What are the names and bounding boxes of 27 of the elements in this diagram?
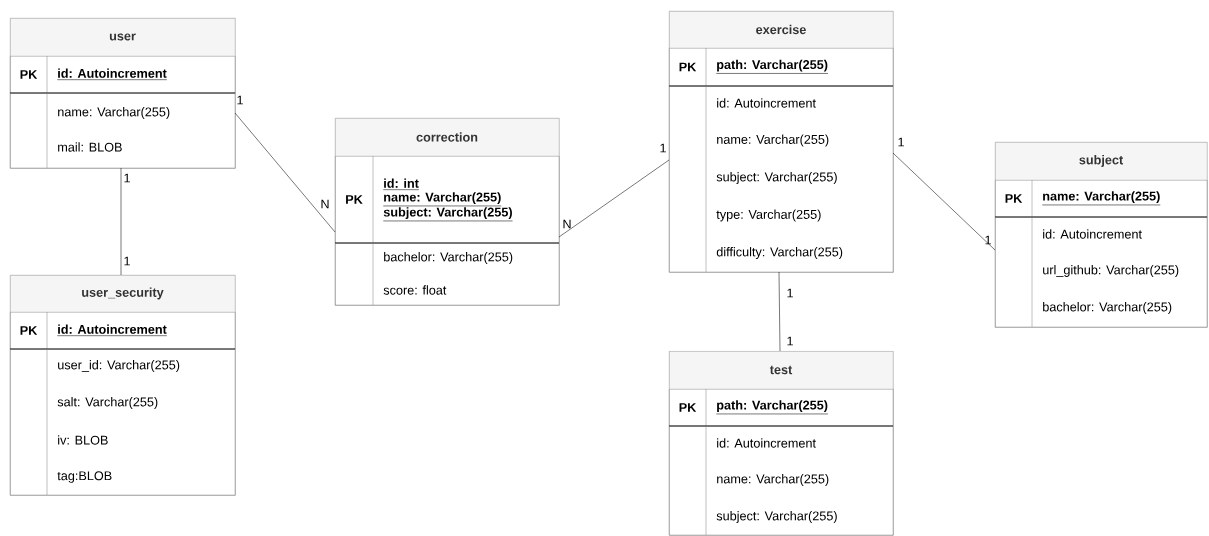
attribute-section: user_id: Varchar(255) salt: Varchar(255) iv: BLOB tag:BLOB <box>10 348 236 496</box>
cardinality-label: 1 <box>124 256 130 266</box>
relationship-line <box>558 159 670 238</box>
cardinality-label: N <box>563 219 571 229</box>
attribute-section: name: Varchar(255) mail: BLOB <box>10 92 236 169</box>
relationship-line <box>120 167 122 276</box>
primary-key-section: PK id: int name: Varchar(255) subject: Varchar(255) <box>334 155 560 244</box>
cardinality-label: 1 <box>898 137 904 147</box>
cardinality-label: 1 <box>787 288 793 298</box>
primary-key-section: PK name: Varchar(255) <box>994 179 1208 218</box>
cardinality-label: 1 <box>787 336 793 346</box>
attribute-section: id: Autoincrement url_github: Varchar(255) bachelor: Varchar(255) <box>995 216 1208 328</box>
relationship-line <box>234 112 336 233</box>
cardinality-label: 1 <box>985 235 991 245</box>
attribute-section: id: Autoincrement name: Varchar(255) subject: Varchar(255) <box>669 425 894 536</box>
cardinality-label: 1 <box>124 173 130 183</box>
attribute-section: bachelor: Varchar(255) score: float <box>335 242 560 306</box>
primary-key-section: PK path: Varchar(255) <box>668 47 894 87</box>
cardinality-label: N <box>321 199 329 209</box>
attribute-section: id: Autoincrement name: Varchar(255) subject: Varchar(255) type: Varchar(255) difficulty: Varchar(255) <box>669 85 894 273</box>
cardinality-label: 1 <box>660 143 666 153</box>
relationship-line <box>892 152 996 251</box>
primary-key-section: PK path: Varchar(255) <box>668 388 894 427</box>
cardinality-label: 1 <box>237 95 243 105</box>
primary-key-section: PK id: Autoincrement <box>9 55 236 94</box>
relationship-line <box>778 271 781 352</box>
primary-key-section: PK id: Autoincrement <box>9 311 236 350</box>
